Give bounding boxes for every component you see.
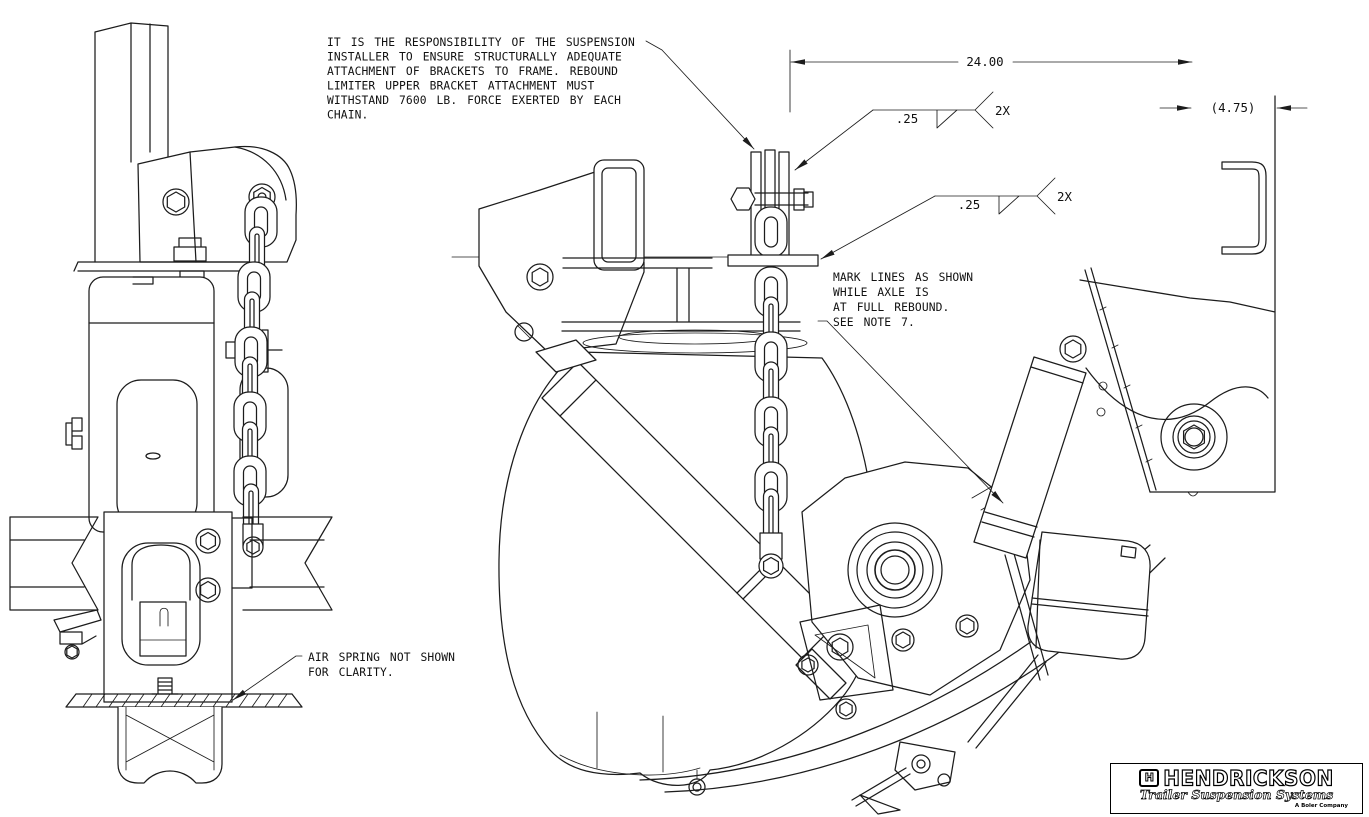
logo-subtext: A Boler Company	[1294, 803, 1348, 809]
installer-note-line: LIMITER UPPER BRACKET ATTACHMENT MUST	[327, 80, 594, 93]
side-view-drawing	[451, 36, 1355, 815]
shock-absorber-front	[535, 339, 847, 700]
mark-lines-note-line: AT FULL REBOUND.	[833, 301, 949, 314]
mark-lines-note: MARK LINES AS SHOWN WHILE AXLE IS AT FUL…	[817, 271, 1003, 503]
frame-mounting-plate	[73, 237, 259, 290]
weld-qty-label: 2X	[1057, 189, 1072, 204]
lower-bracket	[53, 511, 253, 703]
frame-post	[94, 22, 169, 263]
chain-upper-bracket	[727, 36, 819, 267]
brake-chamber	[851, 531, 1151, 815]
dim-475-label: (4.75)	[1211, 100, 1256, 115]
installer-note-line: ATTACHMENT OF BRACKETS TO FRAME. REBOUND	[327, 65, 618, 78]
rear-hanger-bracket	[1079, 95, 1276, 497]
rebound-chain-side	[754, 266, 788, 579]
installer-note-line: CHAIN.	[327, 109, 368, 122]
air-spring-note-line: FOR CLARITY.	[308, 666, 394, 679]
weld-size-label: .25	[896, 111, 918, 126]
logo-tagline: Trailer Suspension Systems	[1139, 787, 1334, 803]
logo-h-mark-icon: H	[1139, 769, 1160, 787]
hanger-body	[65, 276, 215, 533]
mark-lines-note-line: WHILE AXLE IS	[833, 286, 929, 299]
installer-note-line: INSTALLER TO ENSURE STRUCTURALLY ADEQUAT…	[327, 51, 622, 64]
beam-pedestal	[117, 706, 223, 784]
dim-24-label: 24.00	[966, 54, 1003, 69]
installer-note: IT IS THE RESPONSIBILITY OF THE SUSPENSI…	[327, 36, 755, 150]
air-spring-note-line: AIR SPRING NOT SHOWN	[308, 651, 455, 664]
hendrickson-logo: H HENDRICKSON Trailer Suspension Systems…	[1110, 763, 1363, 814]
crossmember-section	[9, 516, 333, 611]
mark-lines-note-line: MARK LINES AS SHOWN	[833, 271, 973, 284]
mark-lines-note-line: SEE NOTE 7.	[833, 316, 915, 329]
weld-size-label: .25	[958, 197, 980, 212]
logo-wordmark: HENDRICKSON	[1163, 765, 1334, 791]
weld-callout-2: .25 2X	[820, 177, 1072, 260]
installer-note-line: IT IS THE RESPONSIBILITY OF THE SUSPENSI…	[327, 36, 635, 49]
dimension-4-75: (4.75)	[1159, 100, 1308, 115]
weld-qty-label: 2X	[995, 103, 1010, 118]
front-hanger-bracket	[478, 159, 645, 353]
crossmember-channel	[1221, 161, 1267, 255]
air-spring-mount	[561, 257, 808, 354]
dimension-24: 24.00	[789, 49, 1193, 113]
air-spring-note: AIR SPRING NOT SHOWN FOR CLARITY.	[232, 651, 455, 701]
front-view-drawing	[9, 22, 333, 784]
trailing-arm-beam	[639, 461, 1166, 796]
installer-note-line: WITHSTAND 7600 LB. FORCE EXERTED BY EACH	[327, 94, 621, 107]
weld-callout-1: .25 2X	[794, 91, 1010, 171]
